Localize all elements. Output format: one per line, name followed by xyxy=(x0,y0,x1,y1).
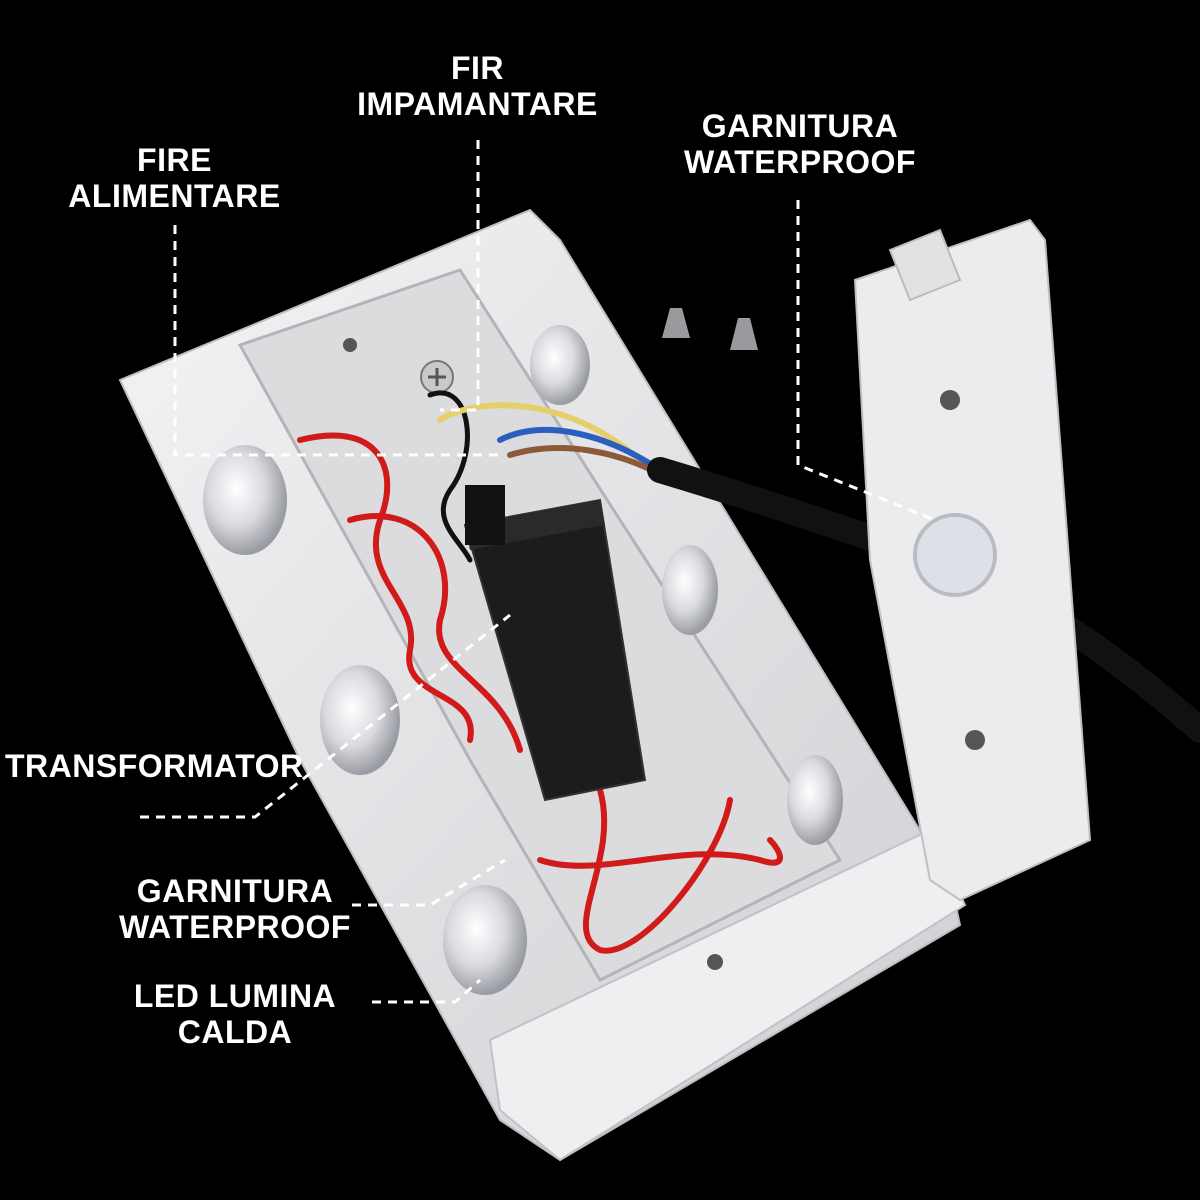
led-lens xyxy=(787,755,843,845)
label-fire-alimentare: FIRE ALIMENTARE xyxy=(68,142,281,214)
callout-garnitura-bottom xyxy=(352,858,506,907)
led-lens xyxy=(203,445,287,555)
led-lenses xyxy=(203,325,843,995)
label-garnitura-waterproof-bottom: GARNITURA WATERPROOF xyxy=(119,873,351,945)
spare-screws xyxy=(662,308,758,350)
lid-seal xyxy=(913,513,997,597)
lamp-lid xyxy=(853,218,1092,902)
label-transformator: TRANSFORMATOR xyxy=(5,748,304,784)
ground-screw xyxy=(420,360,454,394)
led-lens xyxy=(530,325,590,405)
led-lens xyxy=(443,885,527,995)
label-led-lumina-calda: LED LUMINA CALDA xyxy=(133,978,337,1050)
callout-fire-alimentare xyxy=(173,225,505,457)
label-fir-impamantare: FIR IMPAMANTARE xyxy=(357,50,598,122)
callout-lines xyxy=(140,140,936,1004)
callout-fir-impamantare xyxy=(440,140,480,412)
led-lens xyxy=(662,545,718,635)
transformer xyxy=(463,485,647,802)
callout-transformator xyxy=(140,613,511,819)
callout-led xyxy=(372,978,481,1004)
label-garnitura-waterproof-top: GARNITURA WATERPROOF xyxy=(684,108,916,180)
led-lens xyxy=(320,665,400,775)
callout-garnitura-top xyxy=(796,200,936,522)
